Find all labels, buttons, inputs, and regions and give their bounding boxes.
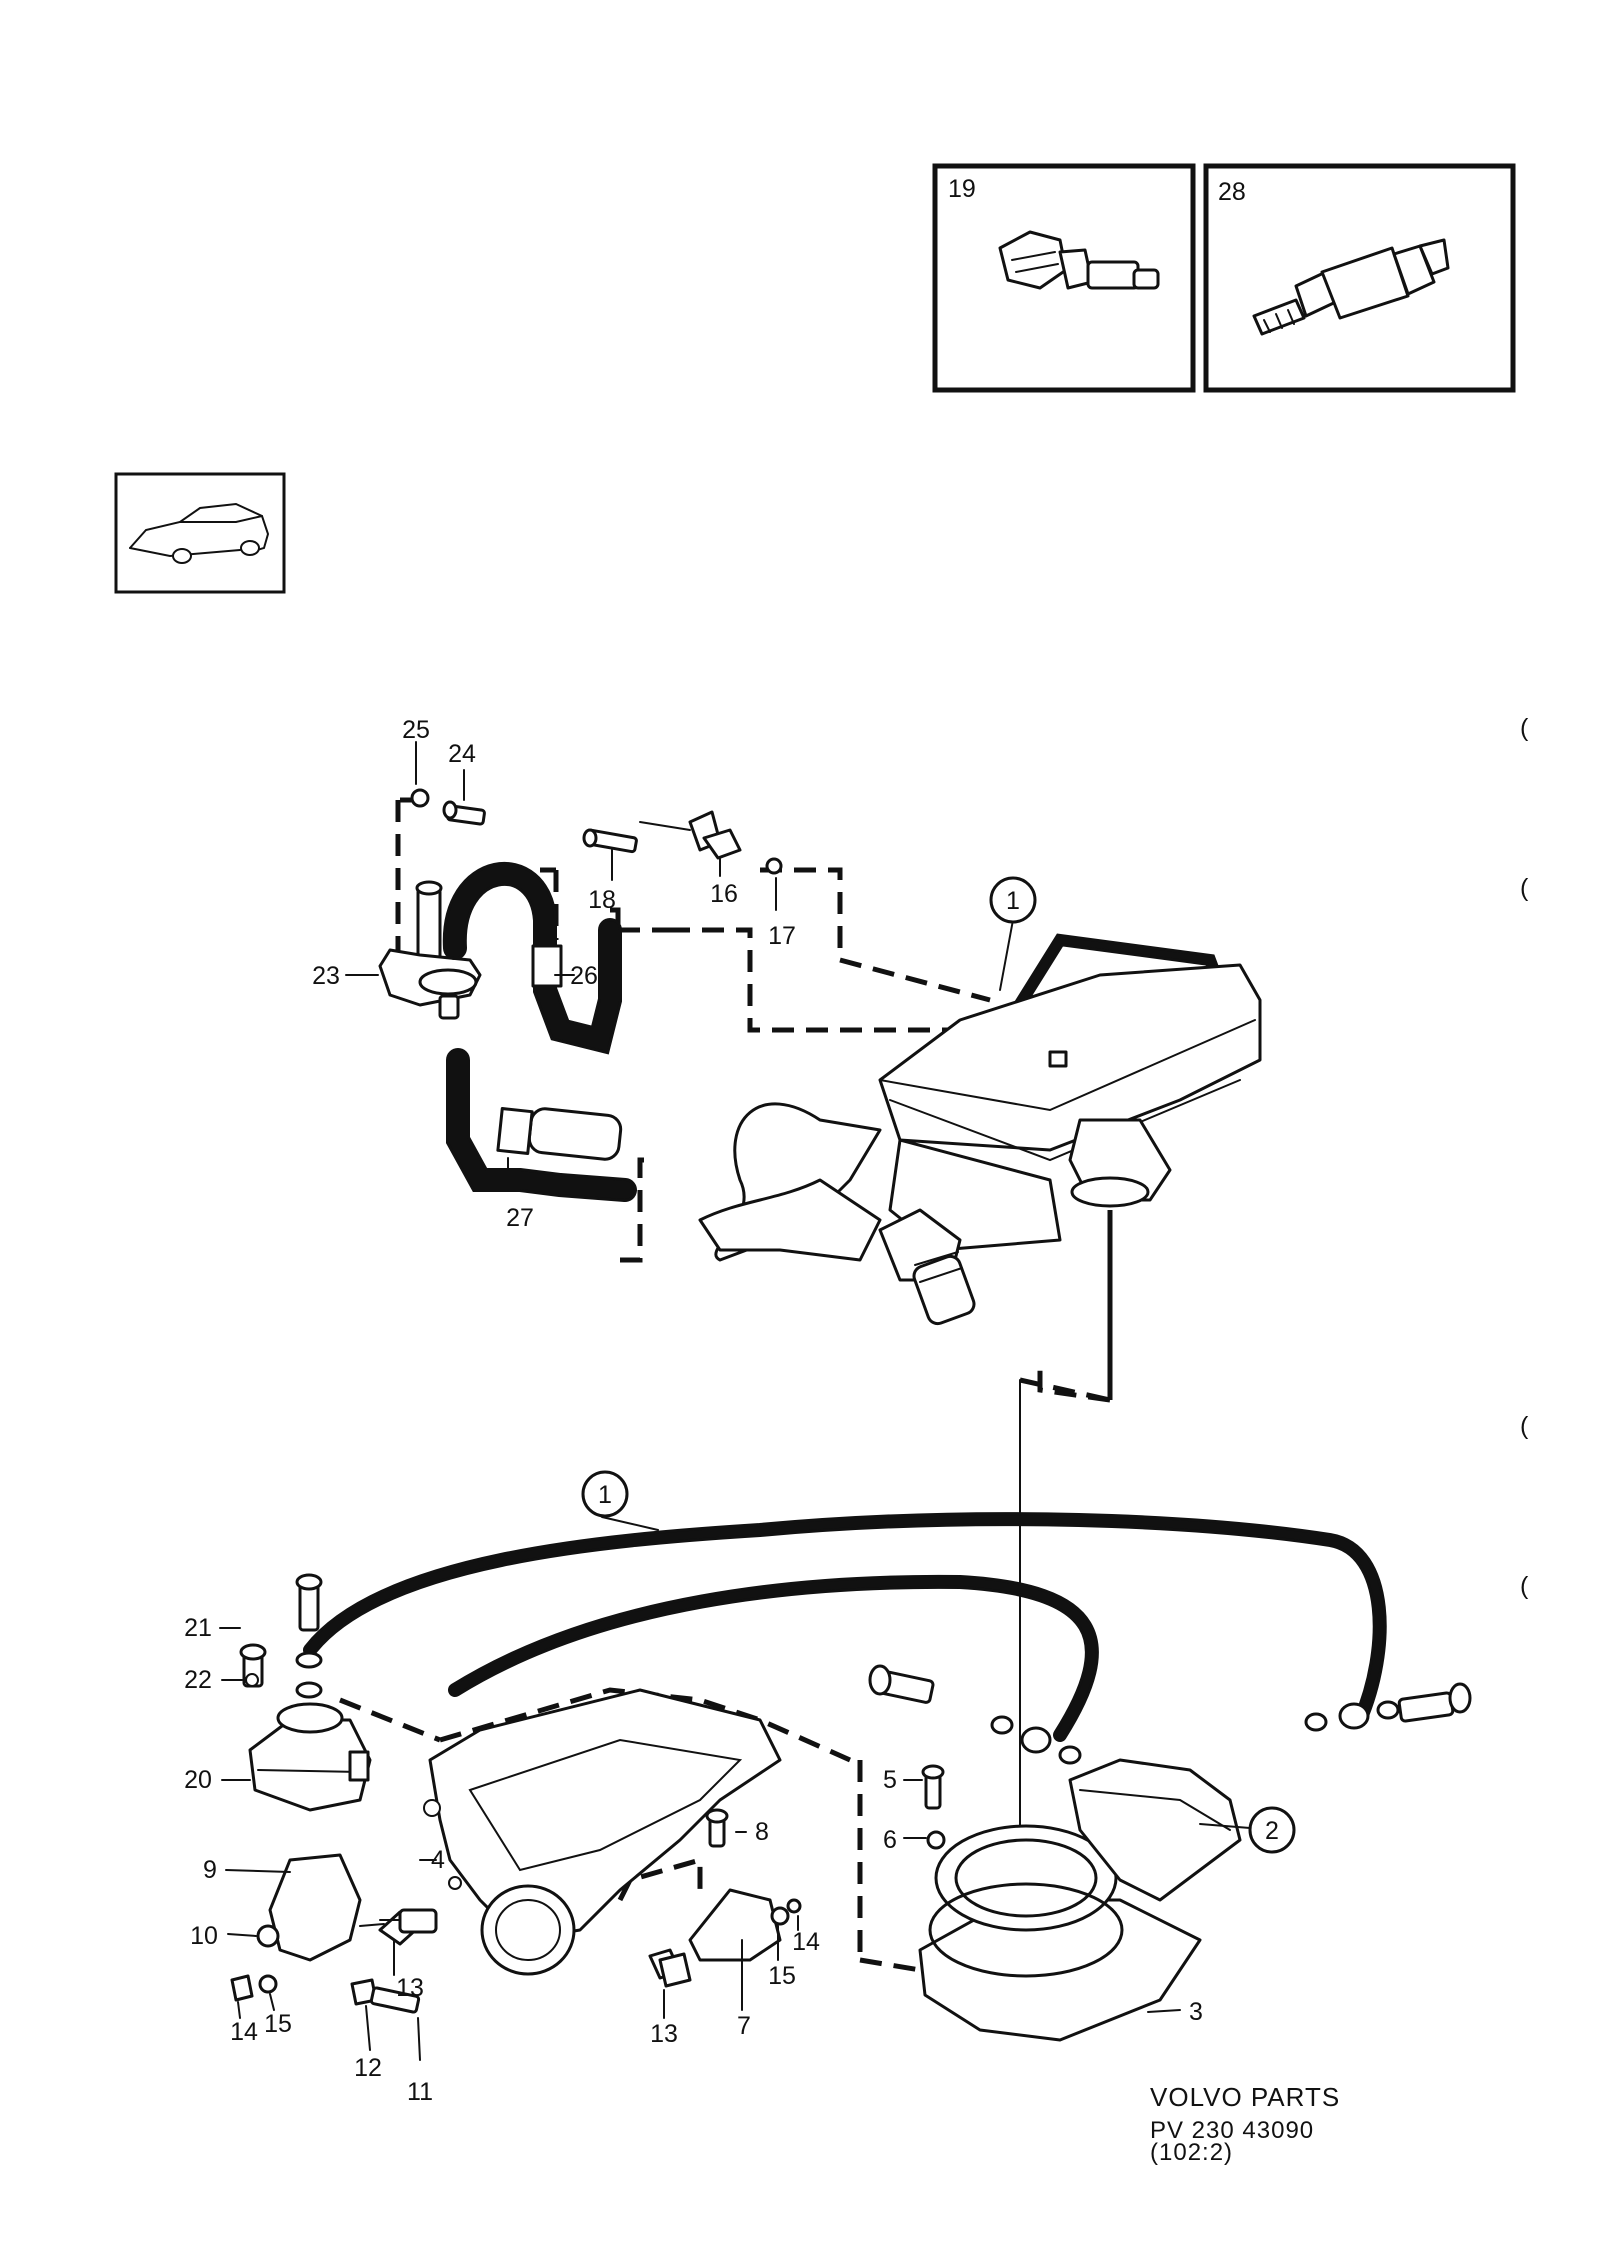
inset-19: 19 (932, 163, 1196, 393)
callout-14-b: 14 (792, 1928, 820, 1956)
svg-text:1: 1 (598, 1481, 612, 1509)
svg-text:(: ( (1520, 714, 1529, 742)
margin-marks: ( ( ( ( (1520, 714, 1529, 1600)
svg-text:(: ( (1520, 1572, 1529, 1600)
bolt-18 (582, 828, 638, 854)
callout-25: 25 (402, 716, 430, 744)
callout-15: 15 (264, 2010, 292, 2038)
footer-section: (102:2) (1150, 2139, 1233, 2166)
air-flow-meter-3 (918, 1758, 1242, 2042)
callout-14: 14 (230, 2018, 258, 2046)
callout-18: 18 (588, 886, 616, 914)
inset-28-label: 28 (1218, 178, 1246, 206)
callout-16: 16 (710, 880, 738, 908)
callout-7: 7 (737, 2012, 751, 2040)
callout-4: 4 (431, 1846, 445, 1874)
callout-labels: 25 24 18 16 17 23 26 27 21 22 20 9 10 14… (184, 716, 1203, 2106)
callout-27: 27 (506, 1204, 534, 1232)
banjo-bolts (868, 1664, 1472, 1850)
callout-21: 21 (184, 1614, 212, 1642)
callout-5: 5 (883, 1766, 897, 1794)
circled-callout-1-lower: 1 (581, 1470, 629, 1518)
footer-reference: VOLVO PARTS PV 230 43090 (102:2) (1150, 2082, 1340, 2166)
svg-text:(: ( (1520, 874, 1529, 902)
callout-8: 8 (755, 1818, 769, 1846)
leader-lines (219, 741, 1251, 2061)
svg-text:2: 2 (1265, 1817, 1279, 1845)
callout-3: 3 (1189, 1998, 1203, 2026)
callout-26: 26 (570, 962, 598, 990)
svg-text:(: ( (1520, 1412, 1529, 1440)
circled-callout-1-upper: 1 (989, 876, 1037, 924)
callout-22: 22 (184, 1666, 212, 1694)
svg-text:1: 1 (1006, 887, 1020, 915)
engine-intake-assembly (698, 963, 1262, 1326)
callout-15-b: 15 (768, 1962, 796, 1990)
inset-28: 28 (1203, 163, 1516, 393)
throttle-body-4 (379, 1688, 782, 1976)
vehicle-thumbnail (114, 472, 286, 594)
bracket-7 (648, 1808, 802, 1988)
sensor-19-icon (998, 230, 1160, 290)
callout-13: 13 (396, 1974, 424, 2002)
footer-part-number: PV 230 43090 (1150, 2117, 1314, 2144)
circled-callout-2: 2 (1248, 1806, 1296, 1854)
callout-11: 11 (407, 2078, 433, 2106)
sensor-16 (639, 810, 783, 875)
throttle-switch-20 (239, 1573, 372, 1812)
vacuum-hoses-upper (442, 861, 637, 1202)
callout-13-b: 13 (650, 2020, 678, 2048)
bolt-24 (410, 788, 486, 826)
callout-23: 23 (312, 962, 340, 990)
callout-24: 24 (448, 740, 476, 768)
vacuum-valve-23 (378, 880, 482, 1020)
callout-9: 9 (203, 1856, 217, 1884)
callout-6: 6 (883, 1826, 897, 1854)
bracket-9 (230, 1853, 422, 2014)
callout-10: 10 (190, 1922, 218, 1950)
callout-17: 17 (768, 922, 796, 950)
inset-19-label: 19 (948, 175, 976, 203)
footer-brand: VOLVO PARTS (1150, 2082, 1340, 2112)
callout-12: 12 (354, 2054, 382, 2082)
sensor-28-icon (1252, 238, 1450, 336)
callout-20: 20 (184, 1766, 212, 1794)
